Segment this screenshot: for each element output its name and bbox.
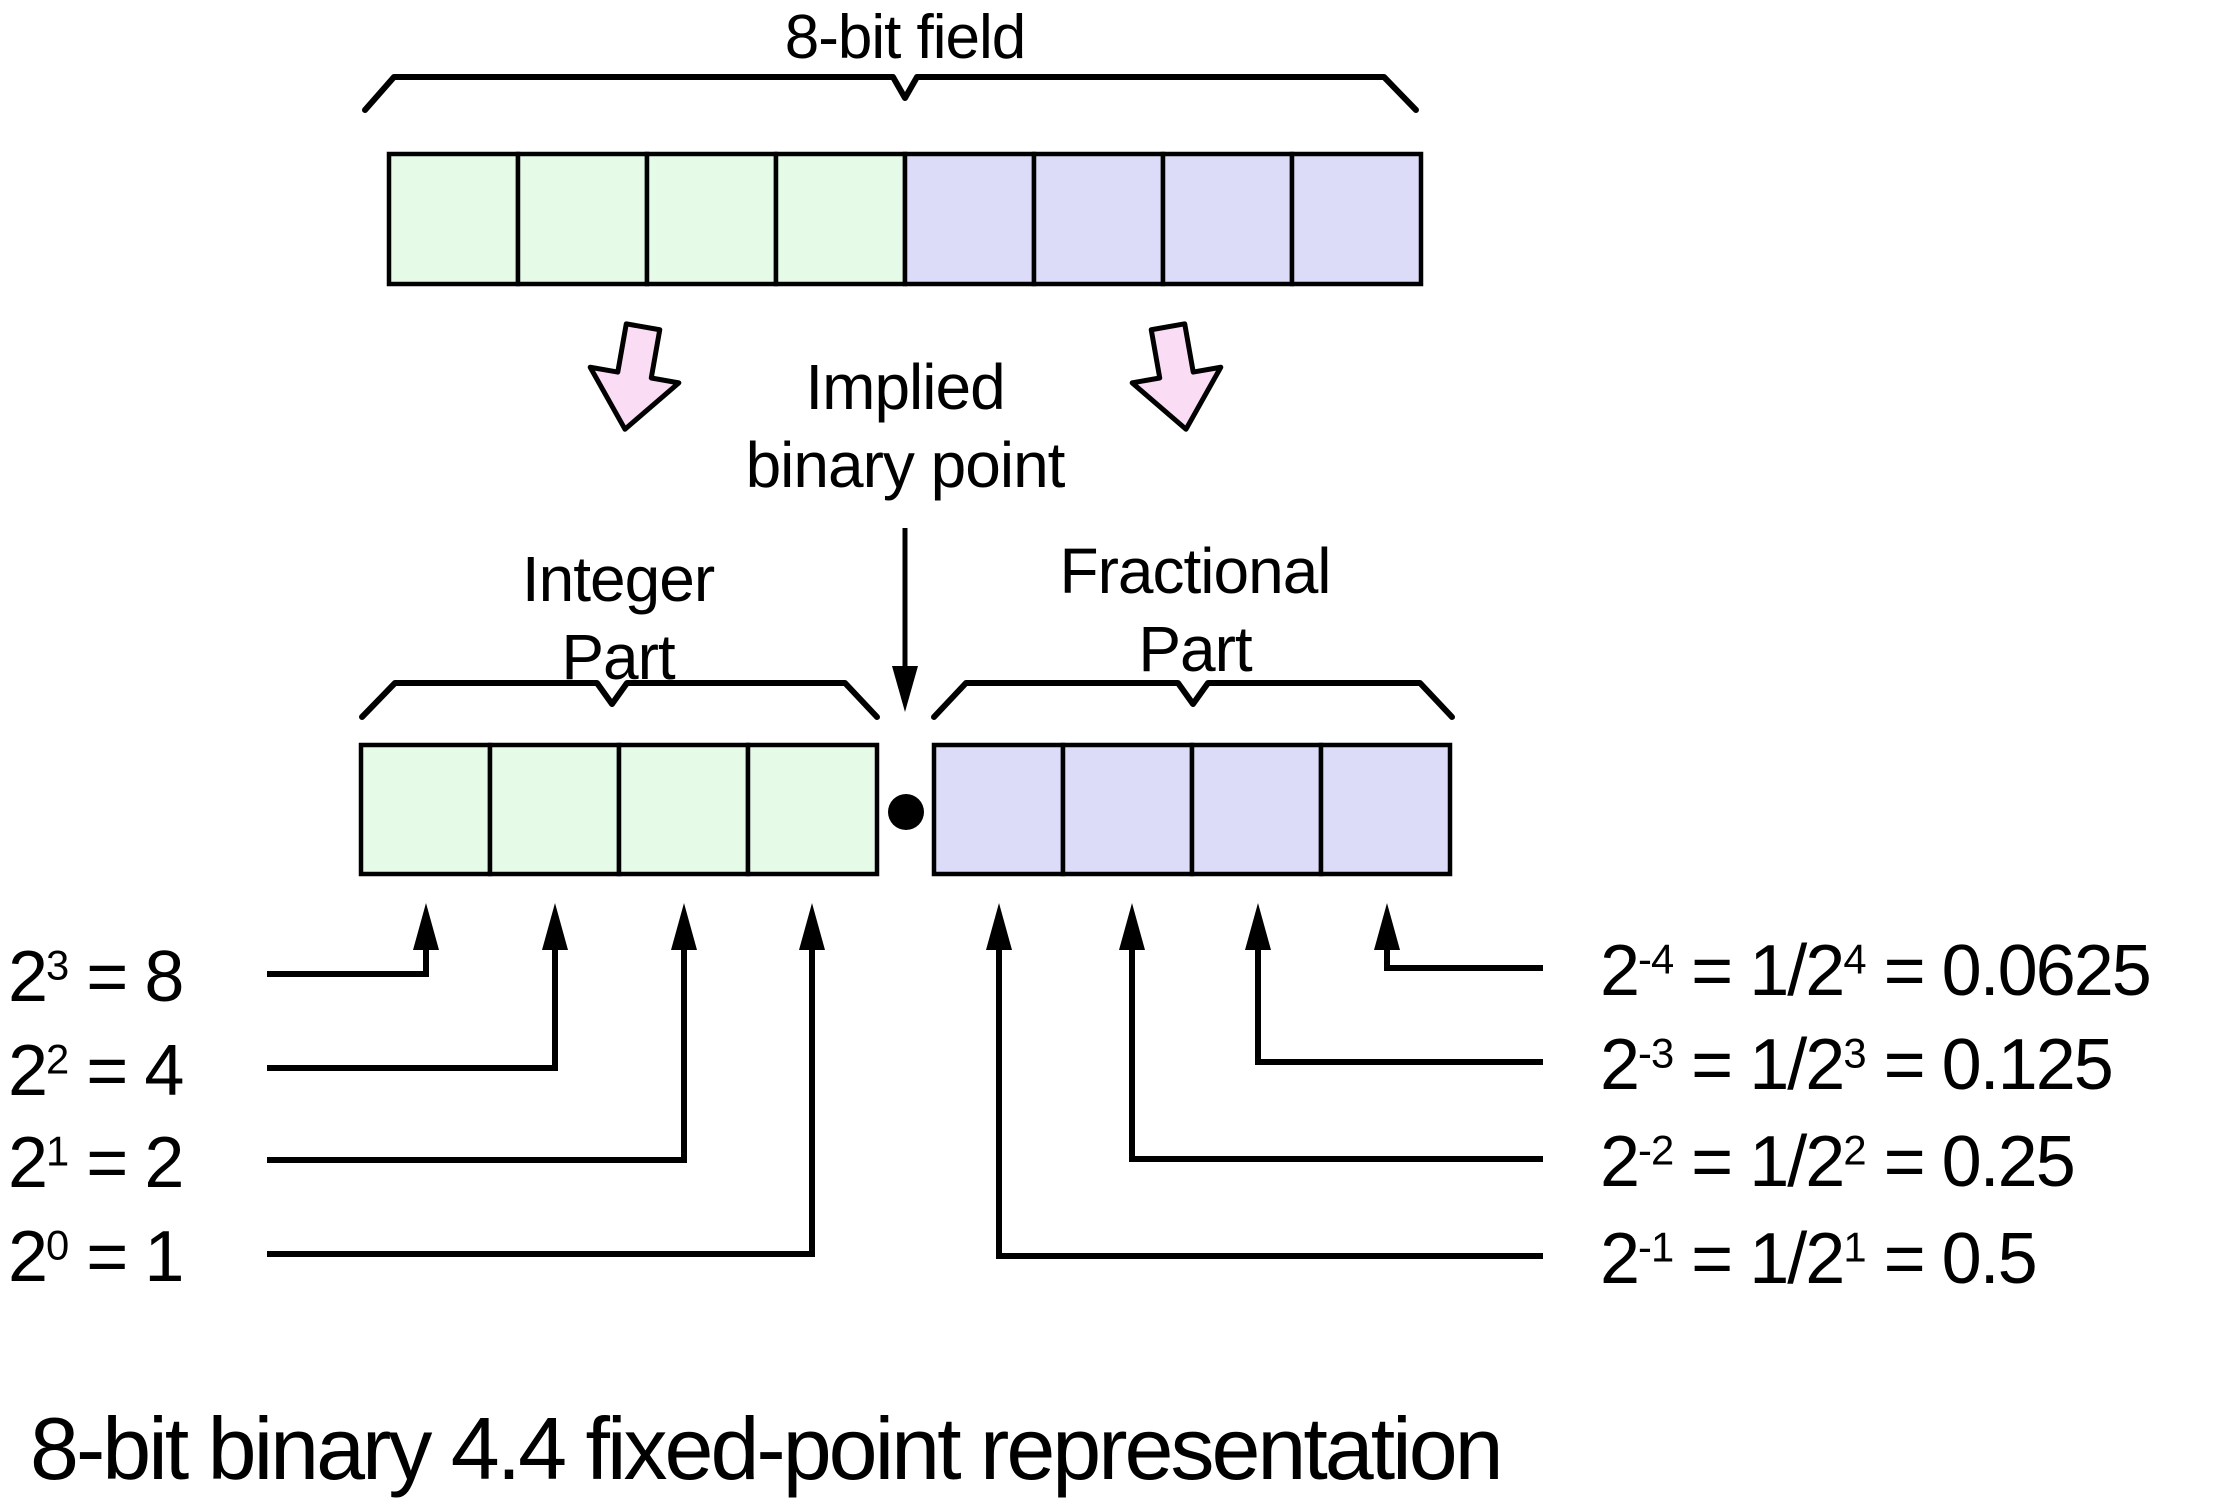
power-exponent: 3 xyxy=(46,941,69,989)
power-value: = 0.0625 xyxy=(1865,931,2152,1011)
up-arrow-weight-25-head xyxy=(1119,903,1145,950)
up-arrow-weight-25-line xyxy=(1129,945,1543,1162)
bit-cell-top-5 xyxy=(1031,151,1166,287)
integer-cell-3 xyxy=(745,742,880,877)
power-exponent2: 4 xyxy=(1843,935,1866,983)
up-arrow-weight-4-line xyxy=(267,945,558,1071)
power-value: = 1 xyxy=(68,1217,184,1297)
fractional-label-line2: Part xyxy=(1138,613,1252,685)
up-arrow-weight-125-line xyxy=(1255,945,1543,1065)
power-exponent: 0 xyxy=(46,1221,69,1269)
power-label-2e1: 21 = 2 xyxy=(8,1118,184,1208)
bit-cell-top-4 xyxy=(902,151,1037,287)
fractional-label-line1: Fractional xyxy=(1059,535,1332,607)
power-base: 2 xyxy=(1600,1122,1640,1202)
power-base: 2 xyxy=(1600,931,1640,1011)
power-fraction: = 1/2 xyxy=(1673,1122,1845,1202)
bit-field-title: 8-bit field xyxy=(784,3,1027,72)
fraction-cell-2 xyxy=(1189,742,1324,877)
bit-cell-top-1 xyxy=(515,151,650,287)
fractional-weight-arrows xyxy=(996,945,1543,1259)
power-exponent2: 1 xyxy=(1843,1223,1866,1271)
fractional-part-label: Fractional Part xyxy=(1059,532,1332,688)
power-value: = 4 xyxy=(68,1031,184,1111)
power-value: = 2 xyxy=(68,1123,184,1203)
power-value: = 0.25 xyxy=(1865,1122,2076,1202)
power-base: 2 xyxy=(8,1031,48,1111)
up-arrow-weight-5-head xyxy=(986,903,1012,950)
up-arrow-weight-2-line xyxy=(267,945,687,1163)
power-label-2e-2: 2-2 = 1/22 = 0.25 xyxy=(1600,1117,2076,1207)
integer-brace xyxy=(359,680,880,720)
up-arrow-weight-1-line xyxy=(267,945,815,1257)
integer-weight-arrowheads xyxy=(413,903,825,950)
bit-cell-top-6 xyxy=(1160,151,1295,287)
integer-cell-1 xyxy=(487,742,622,877)
power-base: 2 xyxy=(1600,1219,1640,1299)
power-base: 2 xyxy=(8,1123,48,1203)
up-arrow-weight-0625-head xyxy=(1374,903,1400,950)
down-arrow-right-icon xyxy=(1129,321,1224,432)
down-arrow-left-icon xyxy=(587,321,682,432)
fraction-cell-0 xyxy=(931,742,1066,877)
up-arrow-weight-0625-line xyxy=(1384,945,1543,971)
implied-label-line1: Implied xyxy=(805,351,1005,423)
power-fraction: = 1/2 xyxy=(1673,1219,1845,1299)
integer-cell-0 xyxy=(358,742,493,877)
fractional-weight-arrowheads xyxy=(986,903,1400,950)
bit-cell-top-7 xyxy=(1289,151,1424,287)
power-exponent: 2 xyxy=(46,1035,69,1083)
bit-cell-top-0 xyxy=(386,151,521,287)
integer-row xyxy=(358,742,880,877)
power-label-2e0: 20 = 1 xyxy=(8,1212,184,1302)
power-value: = 0.125 xyxy=(1865,1025,2114,1105)
up-arrow-weight-2-head xyxy=(671,903,697,950)
power-label-2e2: 22 = 4 xyxy=(8,1026,184,1116)
up-arrow-weight-4-head xyxy=(542,903,568,950)
binary-point-arrow-icon xyxy=(892,528,918,712)
power-base: 2 xyxy=(8,937,48,1017)
power-exponent: -1 xyxy=(1638,1223,1674,1271)
power-label-2e3: 23 = 8 xyxy=(8,932,184,1022)
bit-cell-top-2 xyxy=(644,151,779,287)
up-arrow-weight-125-head xyxy=(1245,903,1271,950)
fraction-cell-3 xyxy=(1318,742,1453,877)
power-fraction: = 1/2 xyxy=(1673,1025,1845,1105)
power-label-2e-4: 2-4 = 1/24 = 0.0625 xyxy=(1600,926,2152,1016)
power-base: 2 xyxy=(1600,1025,1640,1105)
implied-binary-point-label: Implied binary point xyxy=(745,348,1066,504)
power-value: = 0.5 xyxy=(1865,1219,2038,1299)
bit-cell-top-3 xyxy=(773,151,908,287)
power-value: = 8 xyxy=(68,937,184,1017)
up-arrow-weight-8-line xyxy=(267,945,429,977)
fraction-cell-1 xyxy=(1060,742,1195,877)
bit-field-row xyxy=(386,151,1424,287)
binary-point-dot xyxy=(888,794,924,830)
integer-part-label: Integer Part xyxy=(521,540,715,696)
power-exponent2: 2 xyxy=(1843,1126,1866,1174)
up-arrow-weight-5-line xyxy=(996,945,1543,1259)
fractional-row xyxy=(931,742,1453,877)
power-exponent: 1 xyxy=(46,1127,69,1175)
integer-label-line2: Part xyxy=(561,621,675,693)
power-label-2e-1: 2-1 = 1/21 = 0.5 xyxy=(1600,1214,2038,1304)
up-arrow-weight-8-head xyxy=(413,903,439,950)
power-exponent: -4 xyxy=(1638,935,1674,983)
power-base: 2 xyxy=(8,1217,48,1297)
power-exponent: -2 xyxy=(1638,1126,1674,1174)
power-fraction: = 1/2 xyxy=(1673,931,1845,1011)
power-exponent2: 3 xyxy=(1843,1029,1866,1077)
diagram-caption: 8-bit binary 4.4 fixed-point representat… xyxy=(30,1399,1504,1498)
integer-cell-2 xyxy=(616,742,751,877)
fractional-brace xyxy=(931,680,1455,720)
integer-label-line1: Integer xyxy=(521,543,715,615)
top-brace xyxy=(362,74,1419,113)
implied-label-line2: binary point xyxy=(745,429,1066,501)
power-exponent: -3 xyxy=(1638,1029,1674,1077)
up-arrow-weight-1-head xyxy=(799,903,825,950)
integer-weight-arrows xyxy=(267,945,815,1257)
power-label-2e-3: 2-3 = 1/23 = 0.125 xyxy=(1600,1020,2114,1110)
